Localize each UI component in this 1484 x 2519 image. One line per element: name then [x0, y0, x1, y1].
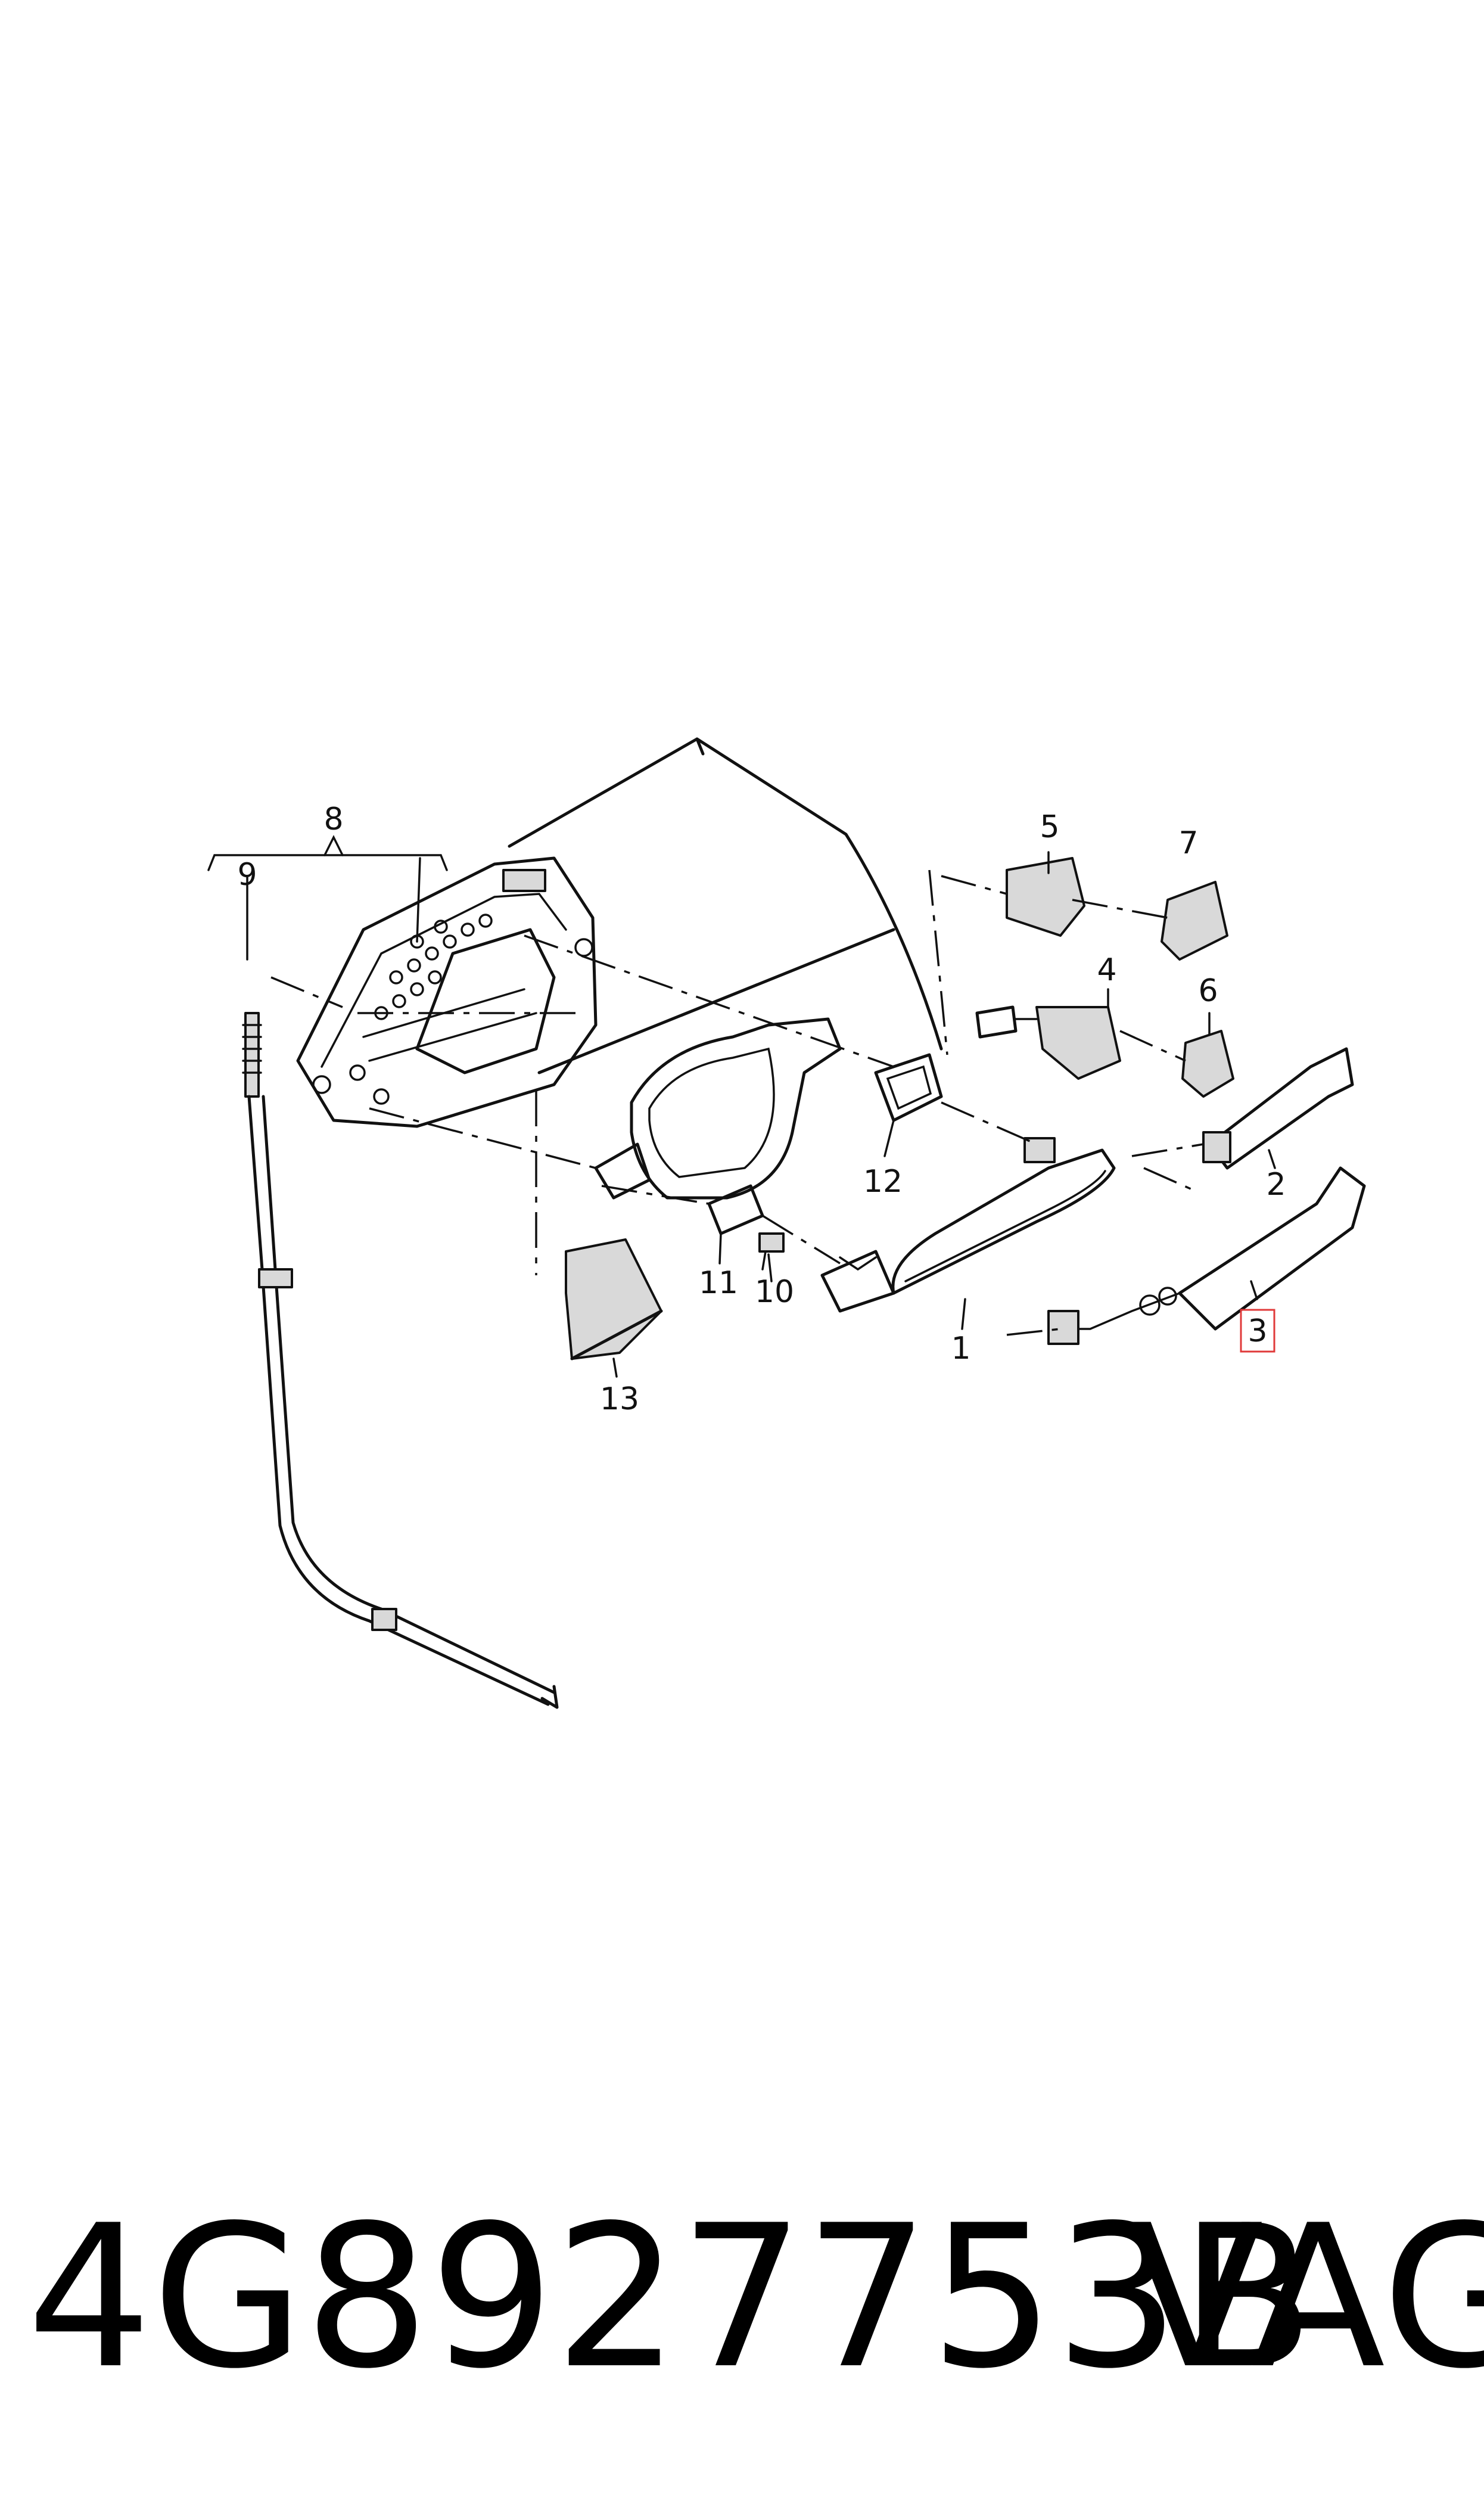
brand-name: VAG: [1129, 2183, 1484, 2412]
part-3-trim-with-sensor: [1047, 1166, 1366, 1345]
part-10-screw: [758, 1232, 785, 1271]
callout-7: 7: [1178, 825, 1198, 861]
callout-13: 13: [600, 1381, 639, 1417]
callout-3-highlight-box: [1240, 1309, 1275, 1353]
callout-3: 3: [1247, 1313, 1267, 1349]
callout-4: 4: [1097, 952, 1116, 988]
part-12-gasket: [874, 1053, 943, 1122]
callout-5: 5: [1040, 809, 1059, 845]
part-11-gasket: [707, 1184, 764, 1235]
callout-11: 11: [699, 1265, 738, 1301]
callout-12: 12: [863, 1164, 903, 1200]
part-number: 4G8927753B: [27, 2183, 1315, 2412]
callout-9: 9: [237, 857, 257, 893]
part-6-cap: [1181, 1030, 1234, 1098]
part-5-lock-switch: [1006, 857, 1085, 937]
assembly-lines: [270, 869, 1204, 1336]
part-1-door-handle: [820, 1137, 1116, 1313]
handle-gasket-frame: [594, 1017, 842, 1200]
door-panel: [508, 737, 943, 1074]
part-7-cap: [1161, 881, 1228, 961]
carrier-holes: [312, 914, 593, 1105]
part-4-lock-cylinder: [975, 1005, 1121, 1080]
callout-labels: 8 9 5 7 4 6 12 2 11 10 3 1 13: [237, 802, 1286, 1417]
callout-2: 2: [1266, 1167, 1286, 1203]
handle-carrier-bracket: [296, 856, 598, 1128]
callout-10: 10: [755, 1274, 794, 1310]
part-13-bracket: [565, 1238, 663, 1361]
callout-8: 8: [323, 802, 343, 837]
callout-1: 1: [951, 1331, 970, 1366]
part-2-trim-strip: [1202, 1047, 1354, 1170]
bowden-cable: [242, 1012, 559, 1709]
callout-6: 6: [1198, 973, 1218, 1009]
leader-lines: [207, 835, 1276, 1378]
